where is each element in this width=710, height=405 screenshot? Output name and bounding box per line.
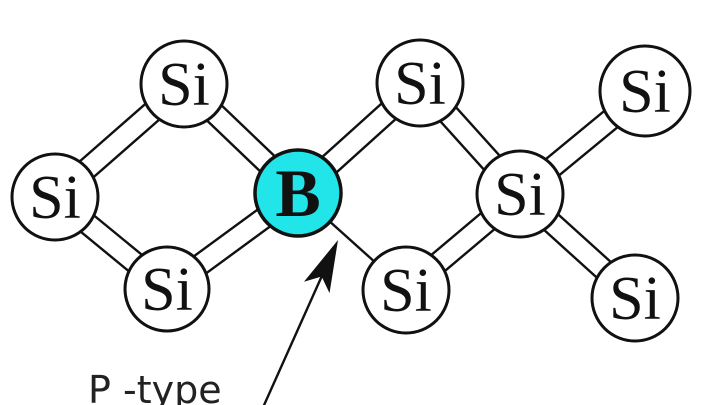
atom-label-si-bottom-mid: Si — [380, 257, 432, 325]
atom-si-top-left — [139, 39, 229, 129]
atom-si-top-right — [598, 44, 692, 138]
atom-label-si-top-left: Si — [158, 51, 210, 119]
atom-label-si-left: Si — [29, 164, 81, 232]
p-type-label: P -type — [88, 368, 222, 405]
atom-si-bottom-left — [123, 245, 211, 333]
atom-si-bottom-mid — [361, 245, 451, 335]
atom-si-bottom-right — [590, 253, 680, 343]
atom-label-si-bottom-right: Si — [609, 265, 661, 333]
atom-label-si-bottom-left: Si — [141, 256, 193, 324]
atom-label-si-center: Si — [494, 161, 546, 229]
atom-label-boron: B — [275, 155, 320, 231]
atoms-layer — [10, 38, 692, 343]
hole-arrow — [262, 240, 338, 405]
hole-arrow-head — [303, 240, 338, 294]
atom-label-si-top-right: Si — [619, 58, 671, 126]
atom-boron — [253, 148, 343, 238]
atom-label-si-top-mid: Si — [394, 50, 446, 118]
atom-si-center — [475, 149, 565, 239]
atom-si-left — [10, 152, 100, 242]
hole-arrow-shaft — [262, 276, 323, 405]
atom-si-top-mid — [375, 38, 465, 128]
